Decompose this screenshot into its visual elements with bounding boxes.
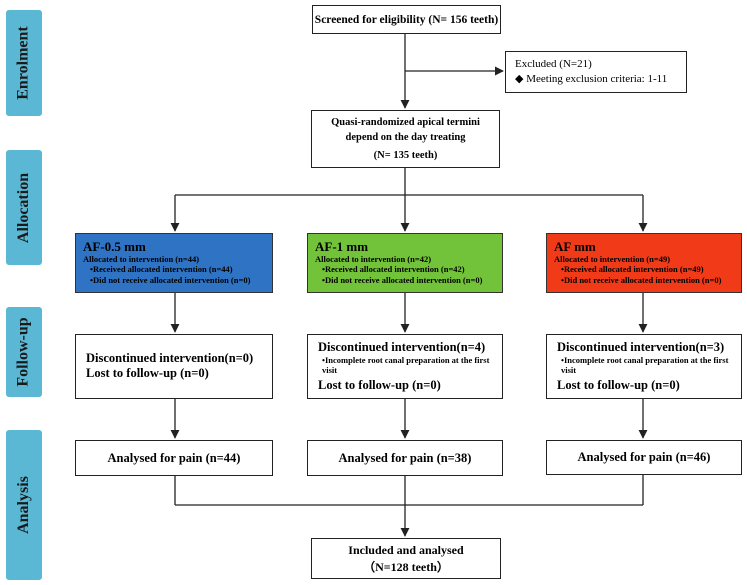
followup-box-af-0-5: Discontinued intervention(n=0) Lost to f… xyxy=(75,334,273,399)
arm-af-allocation: AF mm Allocated to intervention (n=49) •… xyxy=(546,233,742,293)
exclusion-criteria: ◆ Meeting exclusion criteria: 1-11 xyxy=(515,73,668,85)
phase-enrolment: Enrolment xyxy=(6,10,42,116)
phase-follow-up: Follow-up xyxy=(6,307,42,397)
analysed-box-af-1: Analysed for pain (n=38) xyxy=(307,440,503,476)
arm-af-1-allocation: AF-1 mm Allocated to intervention (n=42)… xyxy=(307,233,503,293)
diamond-bullet-icon: ◆ xyxy=(515,73,524,85)
screened-box: Screened for eligibility (N= 156 teeth) xyxy=(312,5,501,34)
excluded-box: Excluded (N=21) ◆ Meeting exclusion crit… xyxy=(505,51,687,93)
phase-analysis: Analysis xyxy=(6,430,42,580)
analysed-box-af: Analysed for pain (n=46) xyxy=(546,440,742,475)
randomization-box: Quasi-randomized apical termini depend o… xyxy=(311,110,500,168)
followup-box-af: Discontinued intervention(n=3) •Incomple… xyxy=(546,334,742,399)
phase-allocation: Allocation xyxy=(6,150,42,265)
final-included-box: Included and analysed （N=128 teeth） xyxy=(311,538,501,579)
analysed-box-af-0-5: Analysed for pain (n=44) xyxy=(75,440,273,476)
followup-box-af-1: Discontinued intervention(n=4) •Incomple… xyxy=(307,334,503,399)
arm-af-0-5-allocation: AF-0.5 mm Allocated to intervention (n=4… xyxy=(75,233,273,293)
excluded-title: Excluded (N=21) xyxy=(515,58,592,70)
